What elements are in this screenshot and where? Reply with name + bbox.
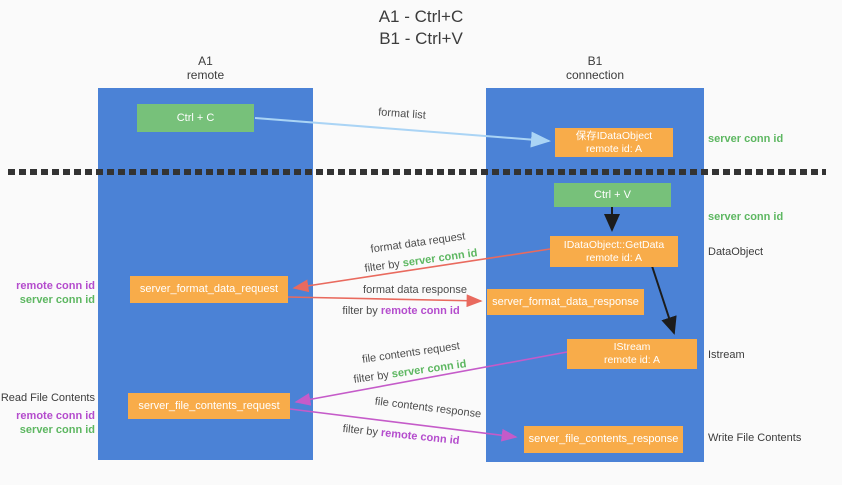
lane-b1-subtitle: connection bbox=[565, 68, 625, 82]
title-line-b1: B1 - Ctrl+V bbox=[379, 29, 463, 48]
node-ctrl-v-label: Ctrl + V bbox=[594, 188, 631, 201]
diagram-title: A1 - Ctrl+C B1 - Ctrl+V bbox=[0, 6, 842, 50]
node-istream-line1: IStream bbox=[613, 341, 651, 353]
node-file-request-label: server_file_contents_request bbox=[138, 399, 280, 412]
node-idataobject-getdata: IDataObject::GetData remote id: A bbox=[550, 236, 678, 267]
lane-b1-title: B1 bbox=[587, 54, 603, 68]
node-istream-line2: remote id: A bbox=[603, 354, 661, 366]
dashed-divider-line bbox=[8, 169, 826, 175]
lane-header-a1: A1 remote bbox=[98, 54, 313, 82]
left-label-server-conn-id-1: server conn id bbox=[19, 294, 95, 306]
title-line-a1: A1 - Ctrl+C bbox=[378, 7, 464, 26]
node-format-response-label: server_format_data_response bbox=[492, 295, 639, 308]
node-ctrl-v: Ctrl + V bbox=[554, 183, 671, 207]
node-format-request-label: server_format_data_request bbox=[139, 283, 279, 295]
right-label-dataobject: DataObject bbox=[708, 246, 764, 258]
node-server-format-data-response: server_format_data_response bbox=[487, 289, 644, 315]
node-file-response-label: server_file_contents_response bbox=[528, 433, 679, 445]
node-server-file-contents-response: server_file_contents_response bbox=[524, 426, 683, 453]
left-label-remote-conn-id-2: remote conn id bbox=[16, 410, 95, 422]
format-data-response-arrow bbox=[287, 294, 483, 308]
right-label-server-conn-id-2: server conn id bbox=[708, 211, 784, 223]
node-getdata-line2: remote id: A bbox=[585, 251, 643, 264]
node-save-idataobject: 保存IDataObject remote id: A bbox=[555, 128, 673, 157]
flow-label-file-contents-response: file contents response bbox=[374, 395, 482, 421]
left-label-server-conn-id-2: server conn id bbox=[19, 424, 95, 436]
lane-header-b1: B1 connection bbox=[486, 54, 704, 82]
left-label-read-file-contents: Read File Contents bbox=[0, 392, 95, 404]
node-save-idataobject-line2: remote id: A bbox=[585, 142, 643, 155]
right-label-istream: Istream bbox=[708, 349, 745, 361]
flow-label-filter-by-remote-conn-id-2: filter by remote conn id bbox=[342, 422, 460, 448]
right-label-write-file-contents: Write File Contents bbox=[708, 432, 802, 444]
node-getdata-line1: IDataObject::GetData bbox=[563, 238, 665, 251]
flow-label-format-list: format list bbox=[377, 106, 427, 122]
flow-label-format-data-response: format data response bbox=[363, 284, 467, 296]
left-label-remote-conn-id-1: remote conn id bbox=[16, 280, 95, 292]
node-save-idataobject-line1: 保存IDataObject bbox=[575, 129, 653, 142]
flow-label-filter-by-remote-conn-id-1: filter by remote conn id bbox=[342, 305, 460, 317]
node-server-format-data-request: server_format_data_request bbox=[130, 276, 288, 303]
node-ctrl-c-label: Ctrl + C bbox=[176, 111, 215, 124]
right-label-server-conn-id-1: server conn id bbox=[708, 133, 784, 145]
node-server-file-contents-request: server_file_contents_request bbox=[128, 393, 290, 419]
lane-a1-title: A1 bbox=[198, 54, 213, 68]
lane-a1-subtitle: remote bbox=[186, 68, 225, 82]
node-istream: IStream remote id: A bbox=[567, 339, 697, 369]
node-ctrl-c: Ctrl + C bbox=[137, 104, 254, 132]
